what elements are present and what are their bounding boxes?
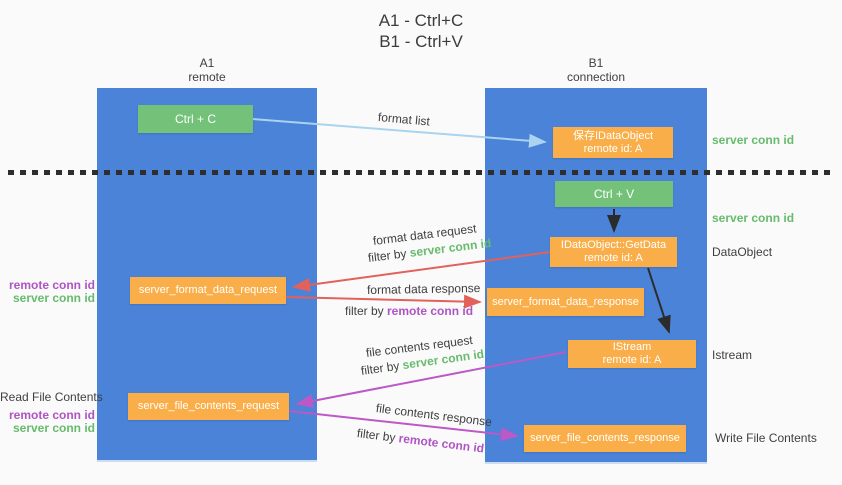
side-label-server-conn-id-4: server conn id — [12, 421, 95, 435]
flow-label-file-contents-response: file contents response — [375, 401, 493, 430]
node-server-file-contents-request: server_file_contents_request — [128, 393, 289, 420]
side-label-read-file-contents: Read File Contents — [0, 390, 103, 404]
lifeline-b1-name: B1 — [588, 56, 604, 70]
lifeline-b1-header: B1 connection — [485, 56, 707, 84]
side-label-remote-conn-id-2: remote conn id — [8, 408, 95, 422]
node-save-idataobject-line2: remote id: A — [583, 142, 643, 155]
side-label-write-file-contents: Write File Contents — [715, 431, 817, 445]
lifeline-b1-role: connection — [566, 70, 626, 84]
node-server-file-contents-response-label: server_file_contents_response — [530, 432, 680, 444]
side-label-dataobject: DataObject — [712, 245, 773, 259]
side-label-server-conn-id-3: server conn id — [12, 291, 95, 305]
title-line-1: A1 - Ctrl+C — [378, 11, 464, 30]
diagram-title: A1 - Ctrl+C B1 - Ctrl+V — [0, 10, 842, 52]
node-server-format-data-response: server_format_data_response — [487, 288, 644, 316]
filter-by-text: filter by — [345, 304, 388, 318]
node-istream-line1: IStream — [612, 341, 652, 353]
node-idataobject-getdata: IDataObject::GetData remote id: A — [550, 237, 677, 267]
filter-by-text: filter by — [360, 358, 404, 378]
filter-by-text: filter by — [367, 245, 411, 265]
node-server-format-data-response-label: server_format_data_response — [492, 295, 639, 308]
lifeline-a1-role: remote — [188, 70, 226, 84]
node-ctrl-c: Ctrl + C — [138, 105, 253, 133]
node-server-file-contents-response: server_file_contents_response — [524, 425, 686, 452]
side-label-server-conn-id-1: server conn id — [712, 133, 795, 147]
node-server-format-data-request-label: server_format_data_request — [138, 284, 278, 296]
node-ctrl-c-label: Ctrl + C — [174, 112, 216, 126]
lifeline-a1-header: A1 remote — [97, 56, 317, 84]
remote-conn-id-text: remote conn id — [387, 304, 474, 318]
node-save-idataobject: 保存IDataObject remote id: A — [553, 127, 673, 158]
side-label-server-conn-id-2: server conn id — [712, 211, 795, 225]
flow-label-format-data-response: format data response — [366, 281, 481, 297]
node-ctrl-v: Ctrl + V — [555, 181, 673, 207]
filter-by-text: filter by — [356, 426, 400, 446]
flow-label-filter-by-remote-1: filter by remote conn id — [345, 304, 473, 318]
side-label-istream: Istream — [712, 348, 753, 362]
node-istream-line2: remote id: A — [602, 354, 662, 366]
node-ctrl-v-label: Ctrl + V — [593, 187, 635, 201]
flow-label-format-list: format list — [377, 110, 431, 129]
title-line-2: B1 - Ctrl+V — [379, 32, 463, 51]
node-getdata-line1: IDataObject::GetData — [560, 239, 667, 251]
side-label-remote-conn-id-1: remote conn id — [8, 278, 95, 292]
node-server-format-data-request: server_format_data_request — [130, 277, 286, 304]
lifeline-a1-name: A1 — [199, 56, 215, 70]
node-save-idataobject-line1: 保存IDataObject — [572, 129, 654, 142]
flow-label-filter-by-remote-2: filter by remote conn id — [356, 426, 485, 455]
node-getdata-line2: remote id: A — [584, 252, 643, 264]
node-istream: IStream remote id: A — [568, 340, 696, 368]
session-divider-line — [8, 170, 836, 175]
remote-conn-id-text: remote conn id — [397, 431, 485, 456]
node-server-file-contents-request-label: server_file_contents_request — [137, 400, 280, 412]
